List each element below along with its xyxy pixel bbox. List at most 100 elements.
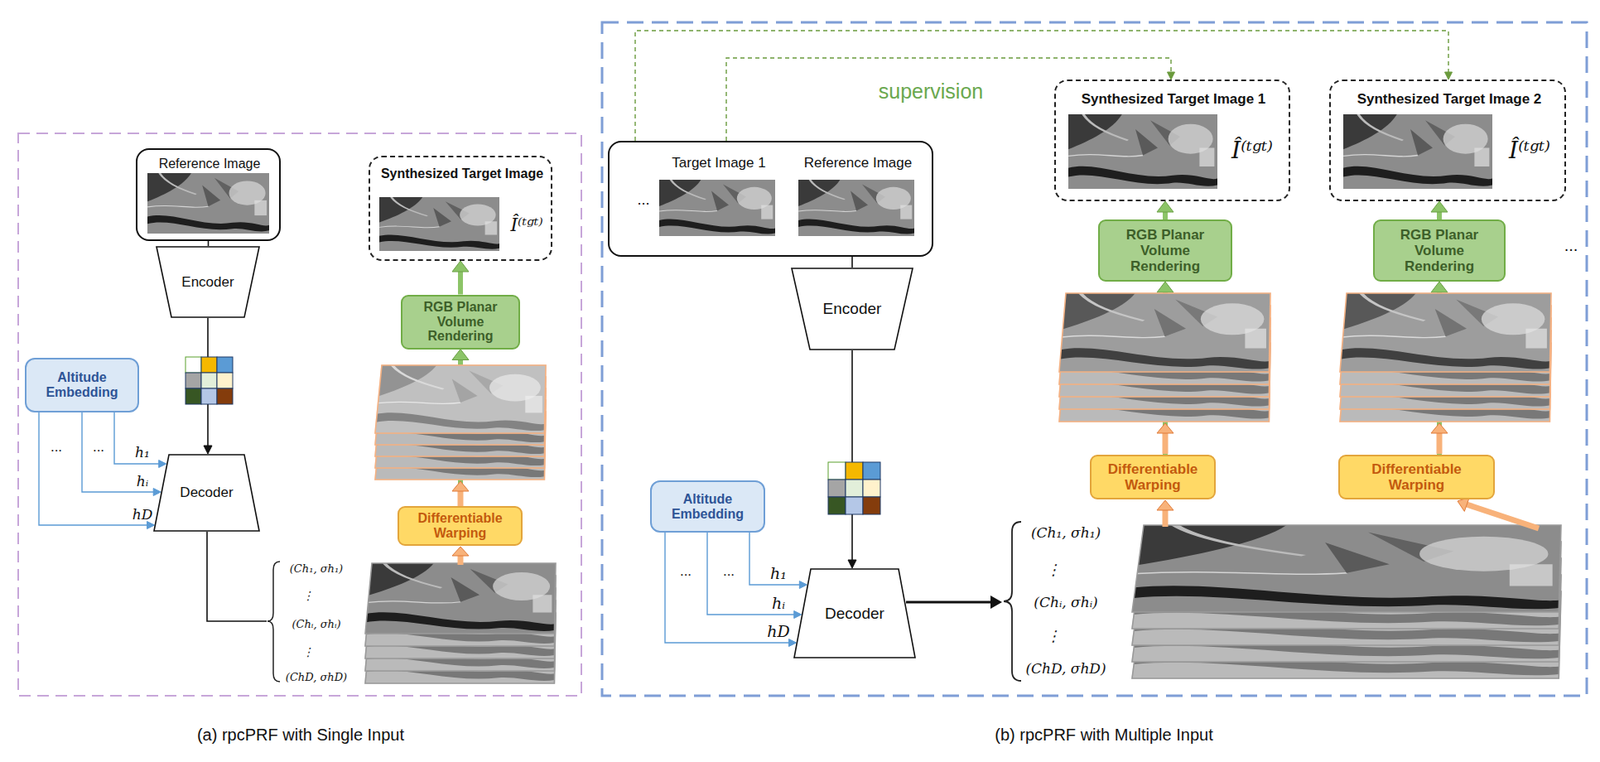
- encoder-trapezoid: Encoder: [790, 267, 914, 351]
- arrowhead: [452, 349, 469, 361]
- grid-cell: [828, 479, 846, 497]
- ellipsis: ...: [722, 563, 735, 580]
- arrowhead: [1167, 72, 1176, 80]
- connector-line: [707, 532, 796, 615]
- arrowhead: [153, 488, 161, 497]
- satellite-image: [798, 179, 915, 237]
- ellipsis: ⋮: [302, 645, 314, 659]
- arrowhead: [1431, 423, 1448, 434]
- input-box: ...Target Image 1Reference Image: [607, 140, 934, 257]
- warp-arrow: [457, 490, 464, 507]
- math-symbol: Î⁽ᵗᵍᵗ⁾: [1231, 138, 1273, 164]
- connector: [1156, 201, 1174, 220]
- connector: [452, 260, 469, 295]
- arrowhead: [452, 260, 469, 272]
- edge-label: h₁: [134, 444, 150, 461]
- warp-arrow: [457, 554, 464, 565]
- satellite-image: [379, 197, 500, 251]
- box-label: Reference Image: [159, 156, 261, 172]
- trapezoid-shape: [154, 454, 260, 531]
- decoder-trapezoid: Decoder: [793, 568, 916, 659]
- warping-box: Differentiable Warping: [1338, 454, 1495, 500]
- connector: [665, 532, 796, 647]
- brace: [267, 561, 280, 682]
- box-label: Decoder: [179, 484, 233, 501]
- sub-caption: (a) rpcPRF with Single Input: [197, 725, 405, 744]
- math-symbol: Î⁽ᵗᵍᵗ⁾: [510, 215, 543, 236]
- grid-cell: [216, 356, 233, 373]
- ellipsis: ...: [1564, 236, 1579, 255]
- image-plane: [1339, 293, 1552, 372]
- grid-cell: [185, 372, 202, 389]
- box-label: Encoder: [823, 299, 882, 318]
- warping-box: Differentiable Warping: [397, 506, 523, 546]
- warp-arrow: [1436, 433, 1443, 454]
- arrowhead: [799, 581, 807, 589]
- grid-cell: [828, 496, 846, 515]
- edge-label: hᵢ: [771, 594, 786, 613]
- arrowhead: [452, 481, 469, 492]
- sub-caption: (b) rpcPRF with Multiple Input: [994, 725, 1213, 744]
- arrowhead: [1156, 500, 1174, 511]
- plane-shade: [1339, 293, 1552, 372]
- grid-cell: [862, 479, 881, 497]
- feature-grid: [828, 462, 881, 515]
- satellite-image: [1343, 114, 1493, 189]
- output-box: Synthesized Target Image 2Î⁽ᵗᵍᵗ⁾: [1329, 79, 1567, 202]
- panel-outline: [18, 133, 582, 696]
- connector-line: [749, 532, 802, 585]
- image-plane: [375, 365, 546, 434]
- grid-cell: [201, 356, 217, 373]
- supervision-label: supervision: [878, 80, 984, 104]
- connector: [207, 240, 209, 246]
- arrowhead: [1445, 72, 1453, 80]
- brace: [1003, 521, 1022, 681]
- trapezoid-shape: [156, 246, 260, 318]
- feature-grid: [185, 356, 233, 405]
- grid-cell: [845, 462, 863, 480]
- box-title: Synthesized Target Image: [380, 166, 544, 182]
- render-box: RGB Planar Volume Rendering: [1373, 219, 1506, 282]
- image-plane: [365, 563, 556, 634]
- connector-line: [851, 256, 854, 268]
- arrowhead: [788, 639, 796, 647]
- image-plane: [1132, 525, 1562, 613]
- arrowhead: [147, 521, 155, 530]
- connector-line: [635, 30, 1449, 141]
- connector: [1431, 201, 1448, 220]
- arrowhead: [1156, 201, 1174, 213]
- arrowhead: [848, 559, 857, 569]
- ellipsis: ...: [679, 563, 692, 580]
- box-label: Target Image 1: [671, 155, 766, 172]
- plane-shade: [375, 365, 546, 434]
- arrowhead: [1156, 281, 1174, 293]
- plane-stacks: [365, 293, 1562, 684]
- box-label: Differentiable Warping: [404, 510, 516, 541]
- satellite-image: [147, 173, 270, 234]
- connector: [852, 256, 854, 268]
- grid-cell: [201, 388, 217, 405]
- arrowhead: [1156, 423, 1174, 434]
- output-line: [207, 531, 267, 622]
- arrowhead: [452, 546, 469, 556]
- connector-line: [457, 268, 463, 294]
- ellipsis: ⋮: [302, 589, 314, 603]
- connector: [707, 532, 802, 619]
- box-label: RGB Planar Volume Rendering: [407, 299, 514, 345]
- warping-box: Differentiable Warping: [1089, 454, 1216, 500]
- satellite-image: [659, 179, 776, 237]
- box-label: RGB Planar Volume Rendering: [1379, 226, 1499, 275]
- grid-cell: [216, 372, 233, 389]
- arrowhead: [203, 445, 213, 454]
- grid-cell: [201, 372, 217, 389]
- box-label: Encoder: [181, 274, 234, 290]
- connector: [114, 412, 167, 468]
- ellipsis: ...: [92, 439, 105, 456]
- connector: [848, 350, 857, 569]
- panel-outline: [602, 22, 1587, 696]
- box-label: Differentiable Warping: [1344, 461, 1489, 493]
- satellite-image: [1068, 114, 1218, 189]
- encoder-trapezoid: Encoder: [155, 245, 261, 319]
- plane-label: (Ch₁, σh₁): [289, 563, 343, 575]
- grid-cell: [185, 356, 202, 373]
